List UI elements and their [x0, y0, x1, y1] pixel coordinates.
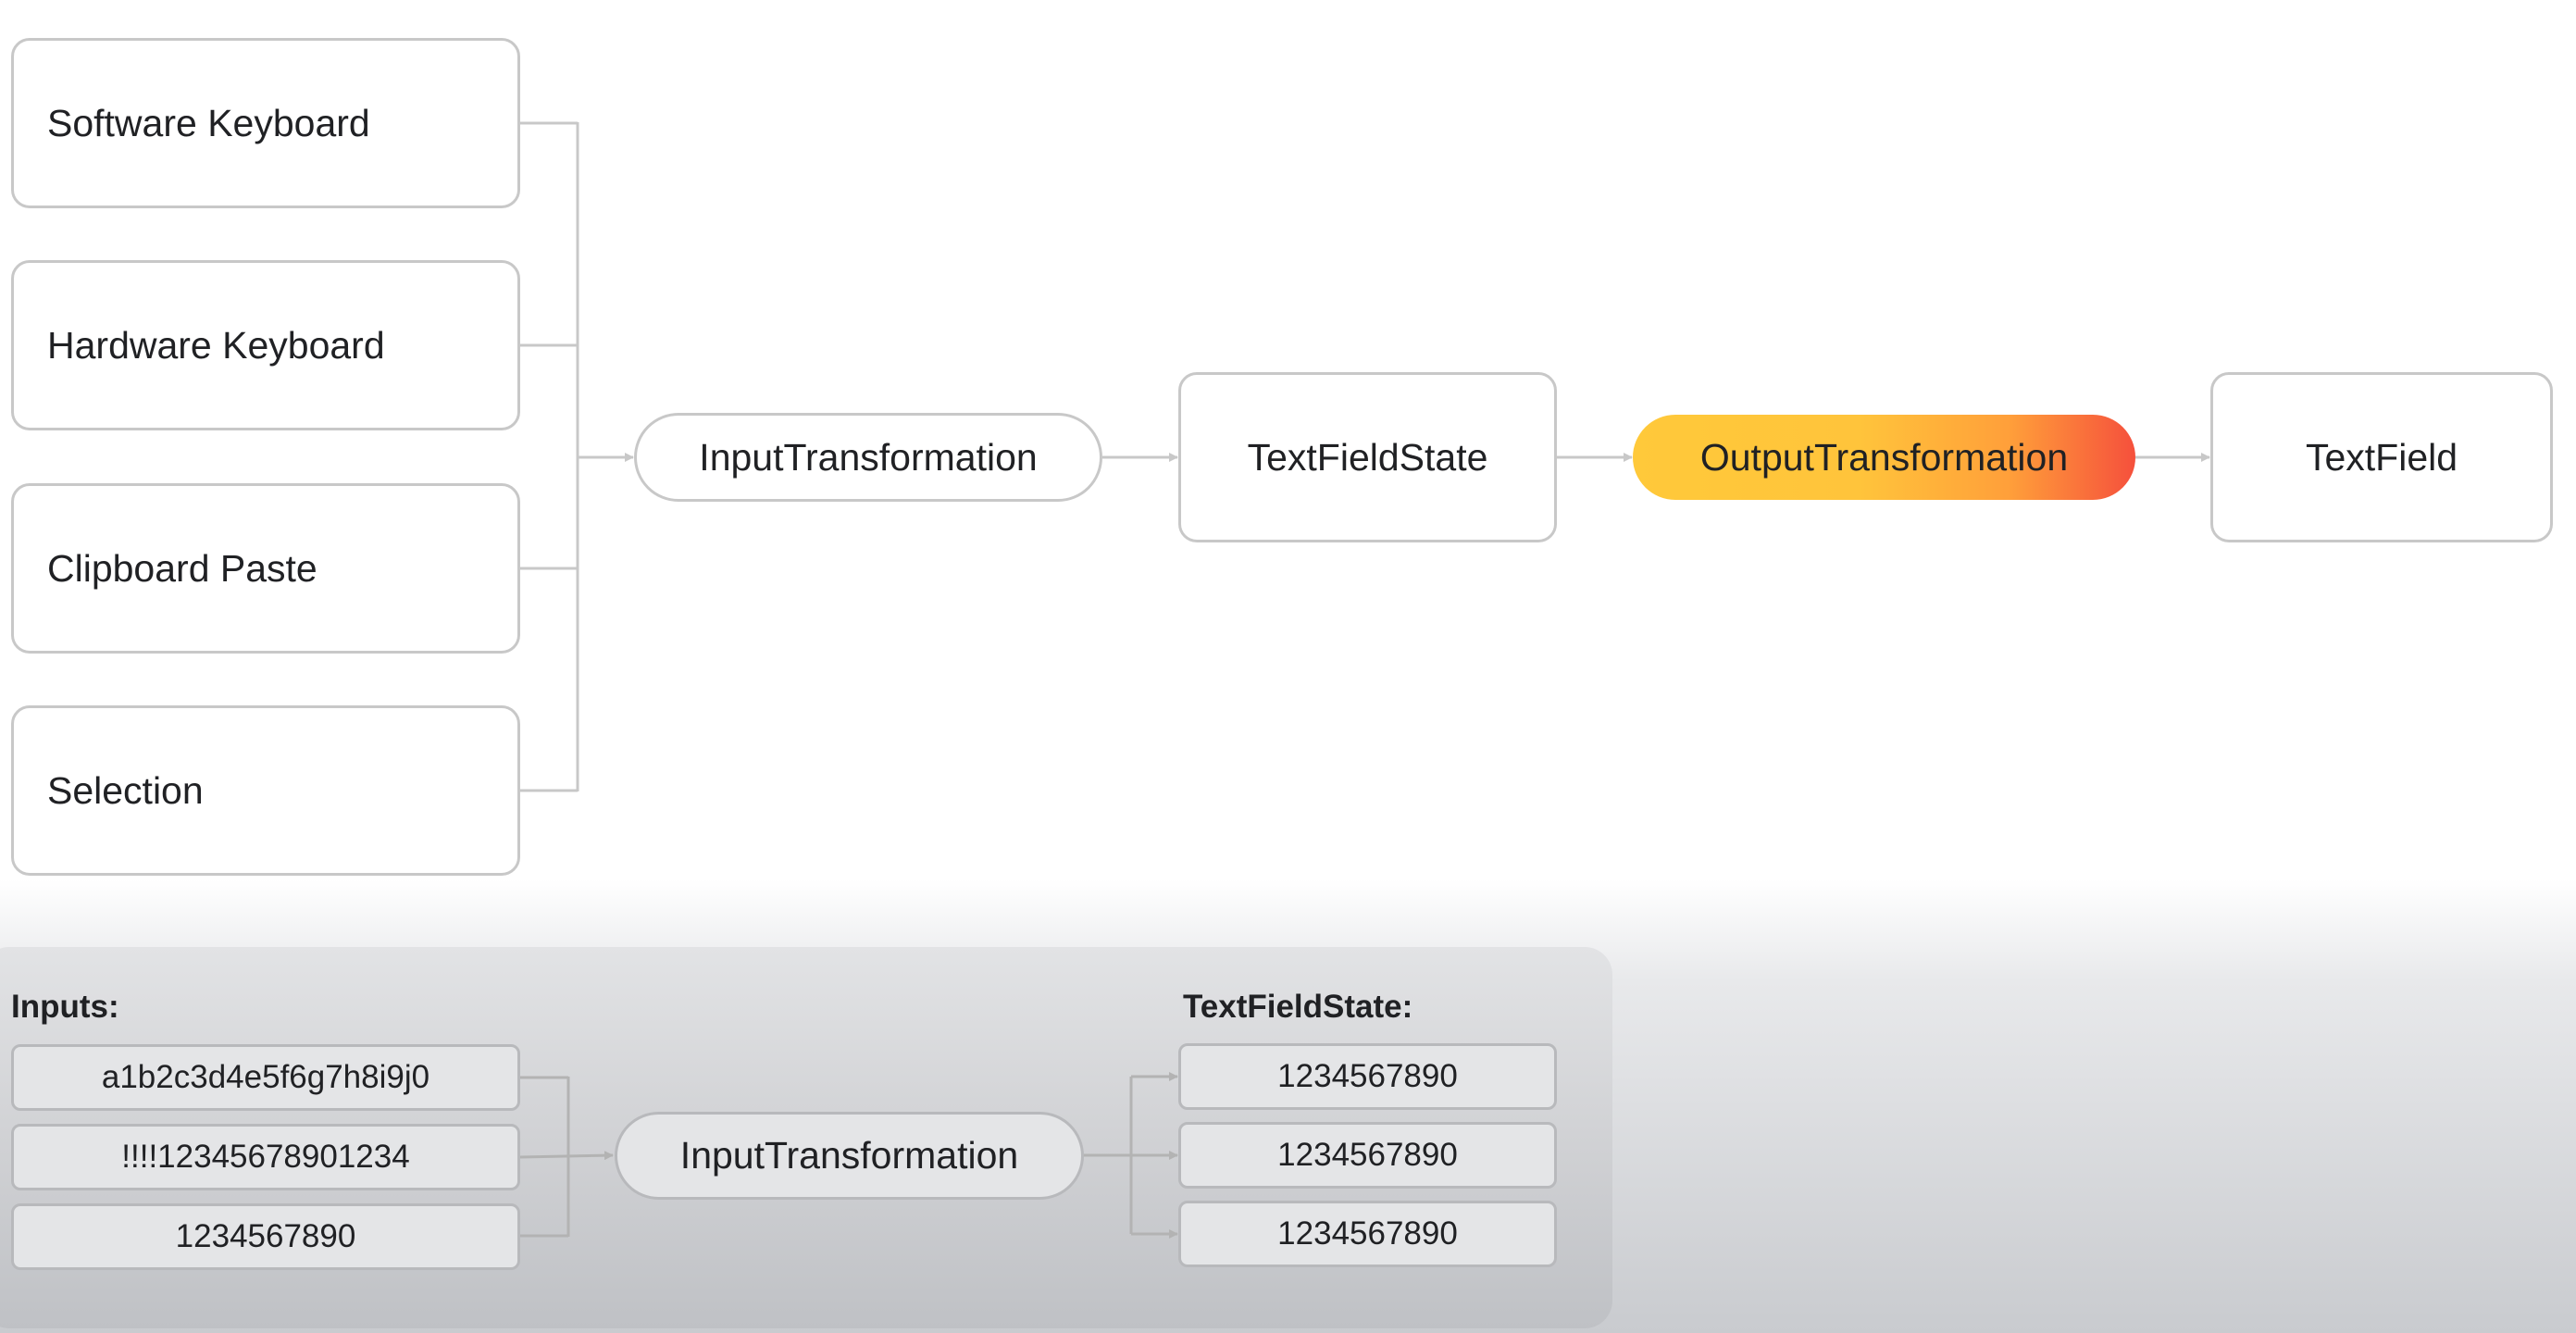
- example-output-1: 1234567890: [1178, 1043, 1557, 1110]
- input-transformation-node: InputTransformation: [634, 413, 1102, 502]
- example-output-3: 1234567890: [1178, 1201, 1557, 1267]
- example-output-2: 1234567890: [1178, 1122, 1557, 1189]
- text-field-state-node: TextFieldState: [1178, 372, 1557, 542]
- output-transformation-node: OutputTransformation: [1633, 415, 2135, 500]
- example-input-transformation-node: InputTransformation: [615, 1112, 1084, 1200]
- source-clipboard-paste: Clipboard Paste: [11, 483, 520, 654]
- source-software-keyboard: Software Keyboard: [11, 38, 520, 208]
- inputs-label: Inputs:: [11, 989, 119, 1025]
- text-field-node: TextField: [2210, 372, 2553, 542]
- text-field-state-label: TextFieldState:: [1183, 989, 1413, 1025]
- source-hardware-keyboard: Hardware Keyboard: [11, 260, 520, 430]
- example-input-1: a1b2c3d4e5f6g7h8i9j0: [11, 1044, 520, 1111]
- example-input-2: !!!!12345678901234: [11, 1124, 520, 1190]
- example-input-3: 1234567890: [11, 1203, 520, 1270]
- source-selection: Selection: [11, 705, 520, 876]
